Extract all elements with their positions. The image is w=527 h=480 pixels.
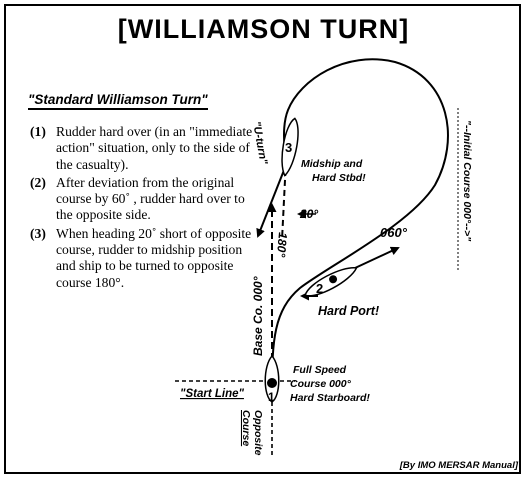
step-number: (1) [30,124,46,139]
source-credit: [By IMO MERSAR Manual] [399,460,518,471]
step-text: When heading 20˚ short of opposite cours… [56,225,252,290]
uturn-label: "U-turn" [250,120,269,166]
full-speed-label-line-2: Course 000° [290,378,352,390]
ship-position-3 [281,117,299,177]
initial-course-label: "--Initial Course 000°-->" [461,120,473,242]
ship-number-1: 1 [268,390,275,404]
step-1: (1) Rudder hard over (in an "immediate a… [30,124,256,173]
step-2: (2) After deviation from the original co… [30,175,256,224]
figure-frame [4,4,521,474]
twenty-degree-label: 20° [299,207,318,221]
step-text: Rudder hard over (in an "immediate actio… [56,124,253,172]
midship-label-line-2: Hard Stbd! [312,172,366,184]
step-number: (2) [30,174,46,190]
full-speed-label-line-1: Full Speed [293,364,347,376]
opposite-course-label-line-1: Opposite [252,410,264,456]
heading-180-label: 180° [274,232,290,258]
step-number: (3) [30,225,46,241]
procedure-subtitle: "Standard Williamson Turn" [28,92,208,110]
base-course-label: Base Co. 000° [251,276,265,356]
opposite-course-label-line-2: Course [240,410,252,446]
heading-060-label: 060° [380,225,408,240]
procedure-steps: (1) Rudder hard over (in an "immediate a… [30,124,256,293]
hard-port-label: Hard Port! [318,304,379,318]
start-line-label: "Start Line" [180,388,244,400]
step-text: After deviation from the original course… [56,174,245,223]
ship-position-2 [304,267,358,297]
page-title: [WILLIAMSON TURN] [117,14,410,44]
midship-label-line-1: Midship and [301,158,363,170]
ship-position-1: 1 [264,354,280,404]
ship-number-3: 3 [285,140,292,155]
turn-track [271,58,449,393]
step-3: (3) When heading 20˚ short of opposite c… [30,226,256,291]
full-speed-label-line-3: Hard Starboard! [290,392,370,404]
ship-number-2: 2 [316,281,323,296]
